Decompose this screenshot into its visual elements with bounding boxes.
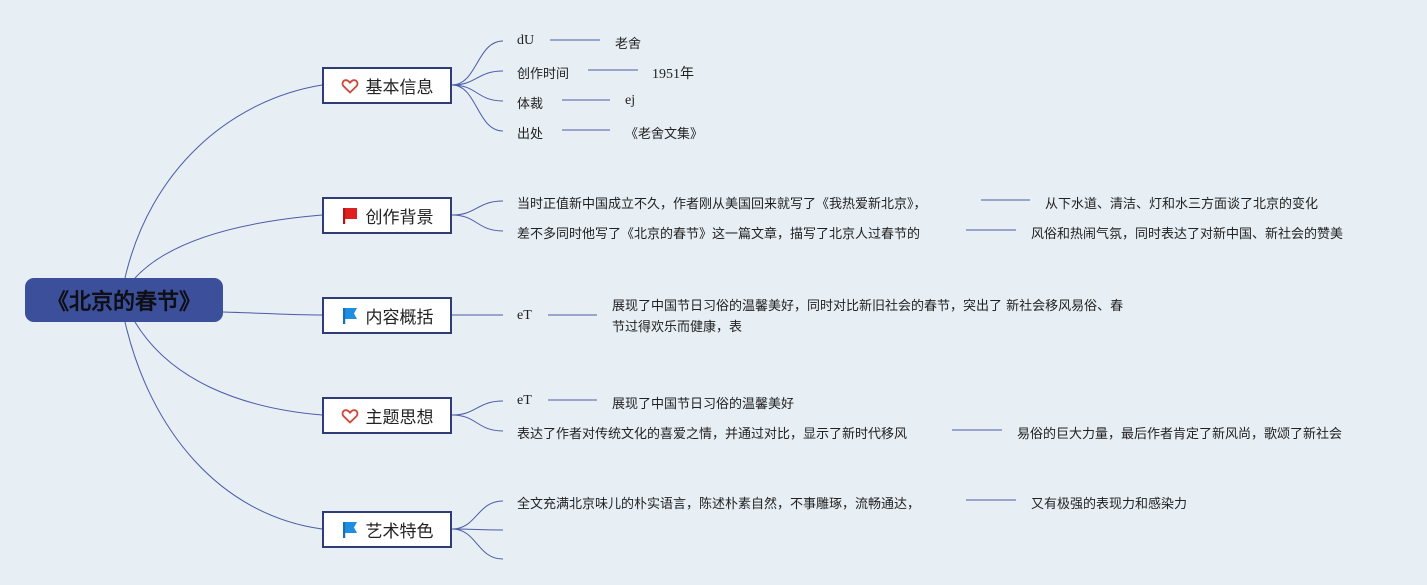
root-topic[interactable]: 《北京的春节》 [25, 278, 223, 322]
leaf-value[interactable]: 1951年 [652, 67, 694, 82]
leaf-value[interactable]: 老舍 [615, 37, 642, 52]
leaf-value[interactable]: 《老舍文集》 [625, 127, 704, 142]
leaf-value[interactable]: ej [625, 93, 636, 108]
branch-summary[interactable]: 内容概括 [322, 297, 452, 334]
branch-label: 主题思想 [365, 408, 434, 428]
branch-to-leaf-line [451, 400, 504, 416]
leaf-key[interactable]: 当时正值新中国成立不久，作者刚从美国回来就写了《我热爱新北京》， [517, 197, 927, 212]
branch-to-leaf-line [451, 200, 504, 216]
branch-to-leaf-line [451, 84, 504, 102]
root-title: 《北京的春节》 [46, 290, 201, 315]
branch-basic-info[interactable]: 基本信息 [322, 67, 452, 104]
root-to-branch-line [222, 311, 323, 316]
branch-label: 内容概括 [365, 308, 434, 328]
root-to-branch-line [134, 214, 323, 279]
branch-theme[interactable]: 主题思想 [322, 397, 452, 434]
leaf-key[interactable]: eT [517, 393, 532, 408]
branch-label: 创作背景 [365, 208, 434, 228]
leaf-key[interactable]: 表达了作者对传统文化的喜爱之情，并通过对比，显示了新时代移风 [517, 427, 908, 442]
leaf-key[interactable]: 差不多同时他写了《北京的春节》这一篇文章，描写了北京人过春节的 [517, 227, 921, 242]
branch-to-leaf-line [451, 214, 504, 232]
branch-to-leaf-line [451, 500, 504, 530]
leaf-value[interactable]: 风俗和热闹气氛，同时表达了对新中国、新社会的赞美 [1031, 227, 1344, 242]
blue-flag-icon [341, 307, 359, 325]
heart-icon [341, 77, 359, 95]
branch-label: 艺术特色 [365, 522, 434, 542]
leaf-key[interactable]: 全文充满北京味儿的朴实语言，陈述朴素自然，不事雕琢，流畅通达， [517, 497, 921, 512]
branch-label: 基本信息 [365, 78, 434, 98]
leaf-value[interactable]: 展现了中国节日习俗的温馨美好 [612, 397, 795, 412]
leaf-value[interactable]: 又有极强的表现力和感染力 [1031, 497, 1188, 512]
root-to-branch-line [124, 84, 323, 279]
heart-icon [341, 407, 359, 425]
branch-to-leaf-line [451, 528, 504, 560]
leaf-value[interactable]: 易俗的巨大力量，最后作者肯定了新风尚，歌颂了新社会 [1017, 427, 1343, 442]
red-flag-icon [341, 207, 359, 225]
branch-to-leaf-line [451, 528, 504, 531]
branch-background[interactable]: 创作背景 [322, 197, 452, 234]
branch-to-leaf-line [451, 70, 504, 86]
leaf-value[interactable]: 从下水道、清洁、灯和水三方面谈了北京的变化 [1045, 197, 1319, 212]
root-to-branch-line [124, 321, 323, 530]
branch-to-leaf-line [451, 40, 504, 86]
branch-to-leaf-line [451, 84, 504, 132]
leaf-key[interactable]: 出处 [517, 127, 544, 142]
blue-flag-icon [341, 521, 359, 539]
leaf-key[interactable]: dU [517, 33, 535, 48]
leaf-key[interactable]: eT [517, 308, 532, 323]
leaf-value[interactable]: 展现了中国节日习俗的温馨美好，同时对比新旧社会的春节，突出了 新社会移风易俗、春… [612, 299, 1124, 335]
branch-to-leaf-line [451, 414, 504, 432]
leaf-key[interactable]: 体裁 [517, 97, 544, 112]
root-to-branch-line [134, 321, 323, 416]
branch-art-features[interactable]: 艺术特色 [322, 511, 452, 548]
leaf-key[interactable]: 创作时间 [517, 67, 570, 82]
